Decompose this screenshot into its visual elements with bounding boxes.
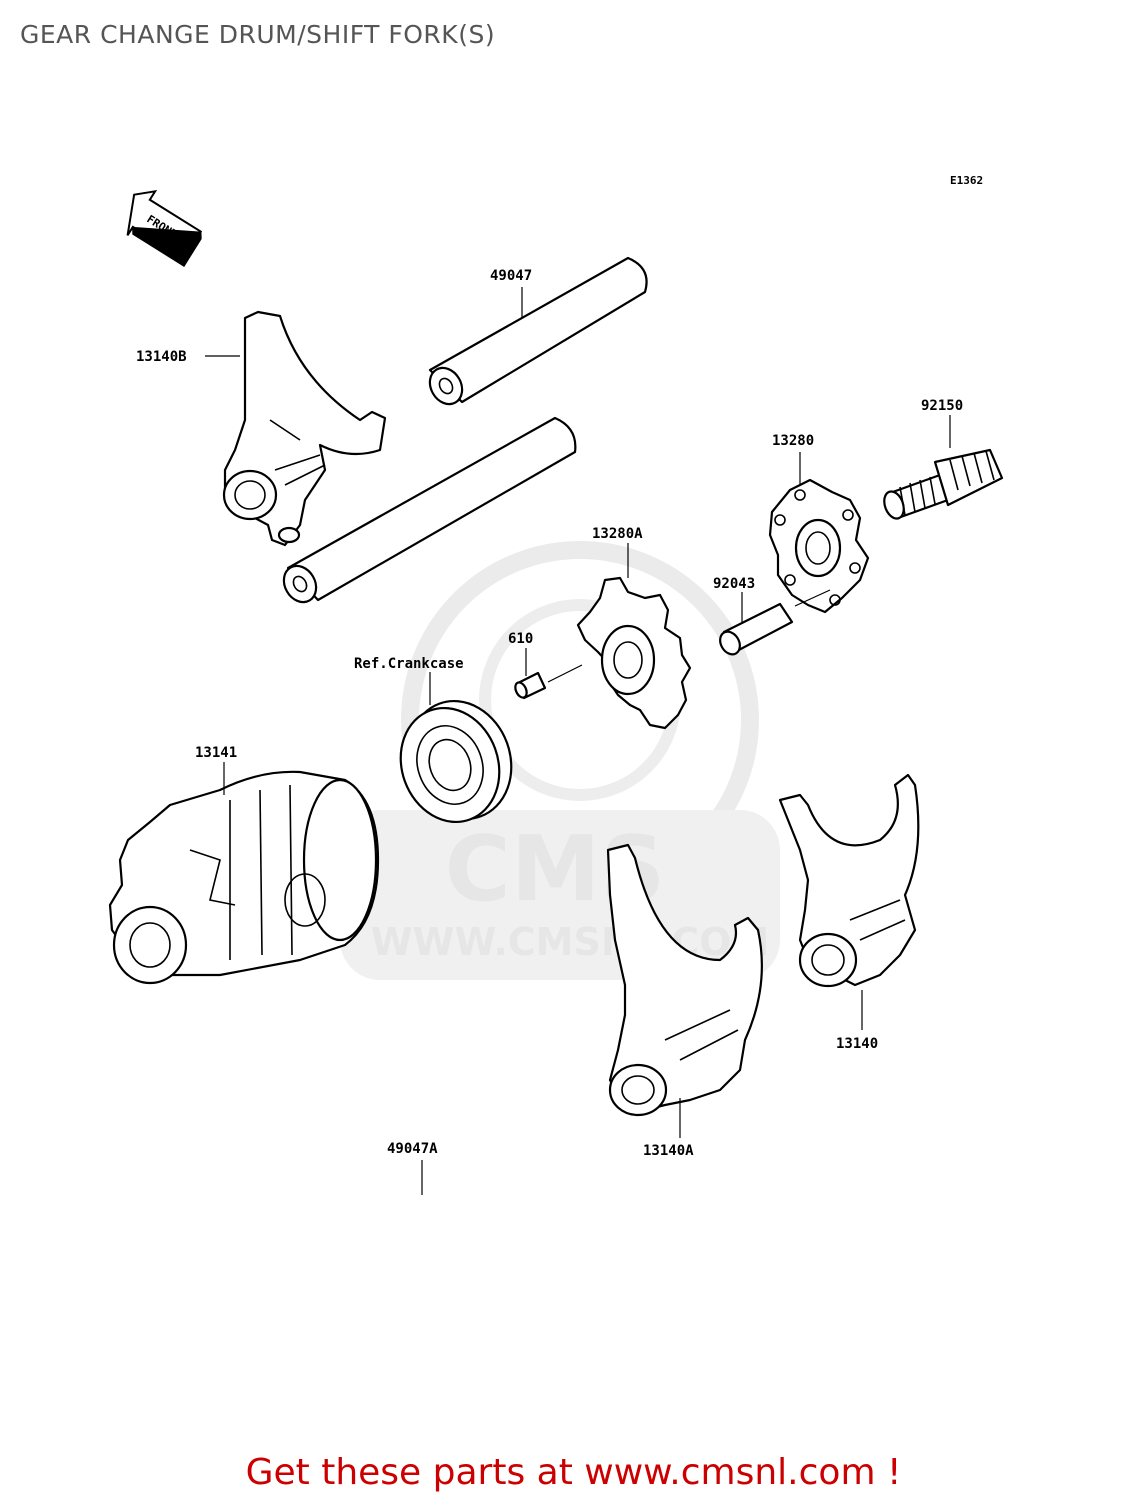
shaft-49047: [428, 256, 648, 406]
label-49047: 49047: [490, 268, 532, 284]
diagram-code: E1362: [950, 174, 983, 187]
promo-link[interactable]: Get these parts at www.cmsnl.com !: [245, 1452, 902, 1493]
label-610: 610: [508, 631, 533, 647]
bolt-92150: [883, 415, 1004, 520]
label-13140: 13140: [836, 1036, 878, 1052]
shaft-hole: [292, 575, 308, 593]
label-13140A: 13140A: [643, 1143, 694, 1159]
page-title: GEAR CHANGE DRUM/SHIFT FORK(S): [20, 20, 496, 49]
shaft-body: [286, 416, 577, 602]
front-arrow-icon: FRONT: [126, 189, 203, 267]
label-92043: 92043: [713, 576, 755, 592]
pin-610: [514, 648, 583, 700]
label-13140B: 13140B: [136, 349, 187, 365]
shaft-49047A: [282, 416, 577, 604]
pin-92043: [719, 589, 831, 656]
shift-fork-13140: [778, 773, 920, 1030]
drum-13141: [108, 762, 380, 985]
shaft-end: [282, 564, 318, 604]
shift-fork-13140B: [205, 310, 387, 547]
label-13141: 13141: [195, 745, 237, 761]
gear-13280A: [576, 543, 692, 730]
label-13280A: 13280A: [592, 526, 643, 542]
label-92150: 92150: [921, 398, 963, 414]
watermark-url: WWW.CMSNL.COM: [371, 920, 770, 964]
label-49047A: 49047A: [387, 1141, 438, 1157]
plate-13280: [768, 452, 870, 614]
label-ref-crankcase: Ref.Crankcase: [354, 656, 464, 672]
shift-fork-13140A: [606, 843, 763, 1138]
label-13280: 13280: [772, 433, 814, 449]
bearing-ref-crankcase: [399, 672, 513, 824]
